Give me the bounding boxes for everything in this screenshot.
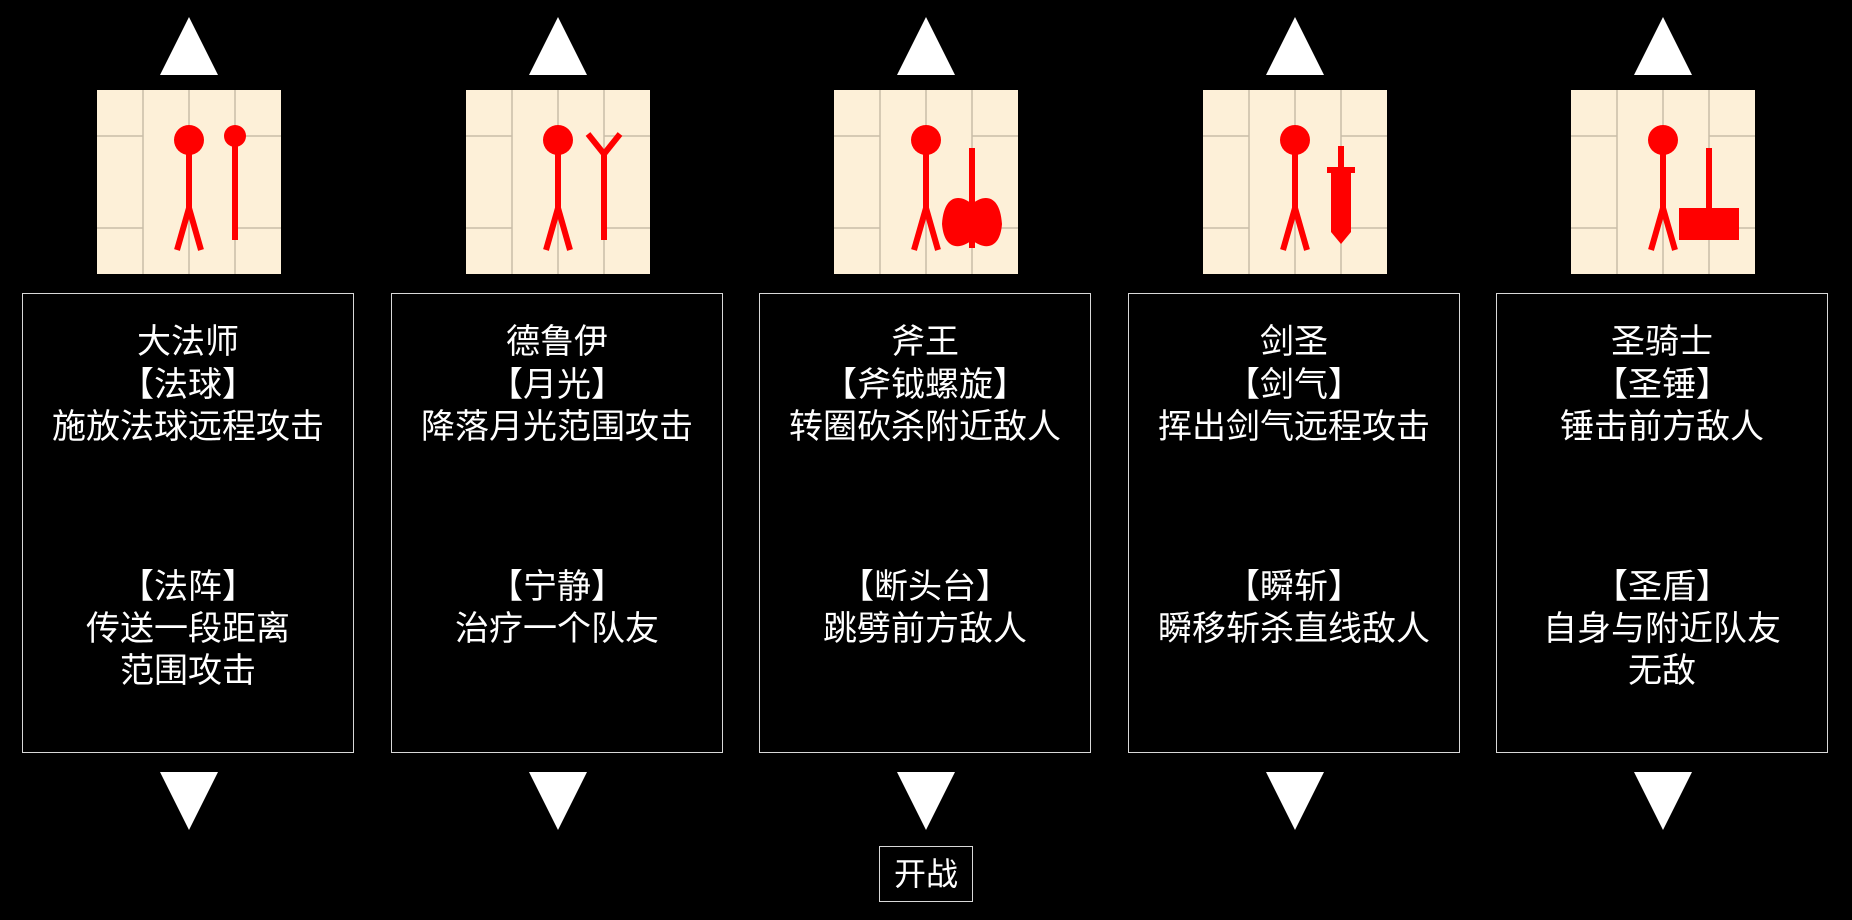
hero-portrait-blademaster <box>1203 90 1387 274</box>
skill-name: 【瞬斩】 <box>1226 567 1362 607</box>
next-hero-arrow-icon[interactable] <box>527 770 589 832</box>
skill-name: 【断头台】 <box>840 567 1010 607</box>
hero-card-druid[interactable]: 德鲁伊 【月光】 降落月光范围攻击 【宁静】 治疗一个队友 <box>391 293 723 753</box>
prev-hero-arrow-icon[interactable] <box>1264 15 1326 77</box>
hero-name: 圣骑士 <box>1611 322 1713 362</box>
skill-name: 【圣盾】 <box>1594 567 1730 607</box>
hero-name: 斧王 <box>891 322 959 362</box>
skill-name: 【宁静】 <box>489 567 625 607</box>
hero-portrait-paladin <box>1571 90 1755 274</box>
hero-column-archmage: 大法师 【法球】 施放法球远程攻击 【法阵】 传送一段距离 范围攻击 <box>22 0 356 840</box>
skill-description: 降落月光范围攻击 <box>421 407 693 447</box>
hero-column-blademaster: 剑圣 【剑气】 挥出剑气远程攻击 【瞬斩】 瞬移斩杀直线敌人 <box>1128 0 1462 840</box>
next-hero-arrow-icon[interactable] <box>158 770 220 832</box>
skill-2: 【圣盾】 自身与附近队友 无敌 <box>1497 566 1827 692</box>
skill-2: 【法阵】 传送一段距离 范围攻击 <box>23 566 353 692</box>
hero-portrait-axe <box>834 90 1018 274</box>
hero-portrait-druid <box>466 90 650 274</box>
start-battle-button[interactable]: 开战 <box>879 846 973 902</box>
hero-card-archmage[interactable]: 大法师 【法球】 施放法球远程攻击 【法阵】 传送一段距离 范围攻击 <box>22 293 354 753</box>
skill-name: 【剑气】 <box>1226 365 1362 405</box>
skill-description: 挥出剑气远程攻击 <box>1158 407 1430 447</box>
skill-name: 【法球】 <box>120 365 256 405</box>
skill-description: 跳劈前方敌人 <box>823 609 1027 649</box>
skill-description: 自身与附近队友 <box>1543 609 1781 649</box>
skill-2: 【瞬斩】 瞬移斩杀直线敌人 <box>1129 566 1459 650</box>
hero-card-axe[interactable]: 斧王 【斧钺螺旋】 转圈砍杀附近敌人 【断头台】 跳劈前方敌人 <box>759 293 1091 753</box>
hero-name: 德鲁伊 <box>506 322 608 362</box>
hero-column-axe: 斧王 【斧钺螺旋】 转圈砍杀附近敌人 【断头台】 跳劈前方敌人 <box>759 0 1093 840</box>
stick-figure-icon <box>1280 125 1310 251</box>
hero-portrait-archmage <box>97 90 281 274</box>
skill-1: 【剑气】 挥出剑气远程攻击 <box>1129 364 1459 448</box>
skill-description: 瞬移斩杀直线敌人 <box>1158 609 1430 649</box>
skill-name: 【法阵】 <box>120 567 256 607</box>
hero-card-paladin[interactable]: 圣骑士 【圣锤】 锤击前方敌人 【圣盾】 自身与附近队友 无敌 <box>1496 293 1828 753</box>
stick-figure-icon <box>1648 125 1678 251</box>
hero-column-druid: 德鲁伊 【月光】 降落月光范围攻击 【宁静】 治疗一个队友 <box>391 0 725 840</box>
skill-description: 施放法球远程攻击 <box>52 407 324 447</box>
skill-description: 传送一段距离 <box>86 609 290 649</box>
hero-name: 剑圣 <box>1260 322 1328 362</box>
skill-2: 【宁静】 治疗一个队友 <box>392 566 722 650</box>
next-hero-arrow-icon[interactable] <box>1632 770 1694 832</box>
prev-hero-arrow-icon[interactable] <box>527 15 589 77</box>
sword-icon <box>1327 146 1355 244</box>
skill-description: 锤击前方敌人 <box>1560 407 1764 447</box>
prev-hero-arrow-icon[interactable] <box>1632 15 1694 77</box>
forked-staff-icon <box>585 132 623 240</box>
skill-description: 范围攻击 <box>120 651 256 691</box>
skill-name: 【月光】 <box>489 365 625 405</box>
next-hero-arrow-icon[interactable] <box>1264 770 1326 832</box>
skill-1: 【法球】 施放法球远程攻击 <box>23 364 353 448</box>
hero-name: 大法师 <box>137 322 239 362</box>
stick-figure-icon <box>174 125 204 251</box>
stick-figure-icon <box>911 125 941 251</box>
hero-card-blademaster[interactable]: 剑圣 【剑气】 挥出剑气远程攻击 【瞬斩】 瞬移斩杀直线敌人 <box>1128 293 1460 753</box>
skill-description: 治疗一个队友 <box>455 609 659 649</box>
hammer-icon <box>1679 148 1739 240</box>
skill-description: 转圈砍杀附近敌人 <box>789 407 1061 447</box>
skill-description: 无敌 <box>1628 651 1696 691</box>
hero-column-paladin: 圣骑士 【圣锤】 锤击前方敌人 【圣盾】 自身与附近队友 无敌 <box>1496 0 1830 840</box>
skill-2: 【断头台】 跳劈前方敌人 <box>760 566 1090 650</box>
skill-name: 【斧钺螺旋】 <box>823 365 1027 405</box>
skill-1: 【圣锤】 锤击前方敌人 <box>1497 364 1827 448</box>
next-hero-arrow-icon[interactable] <box>895 770 957 832</box>
skill-1: 【斧钺螺旋】 转圈砍杀附近敌人 <box>760 364 1090 448</box>
prev-hero-arrow-icon[interactable] <box>895 15 957 77</box>
stick-figure-icon <box>543 125 573 251</box>
orb-staff-icon <box>224 125 246 240</box>
prev-hero-arrow-icon[interactable] <box>158 15 220 77</box>
skill-1: 【月光】 降落月光范围攻击 <box>392 364 722 448</box>
skill-name: 【圣锤】 <box>1594 365 1730 405</box>
battle-axe-icon <box>942 148 1002 248</box>
